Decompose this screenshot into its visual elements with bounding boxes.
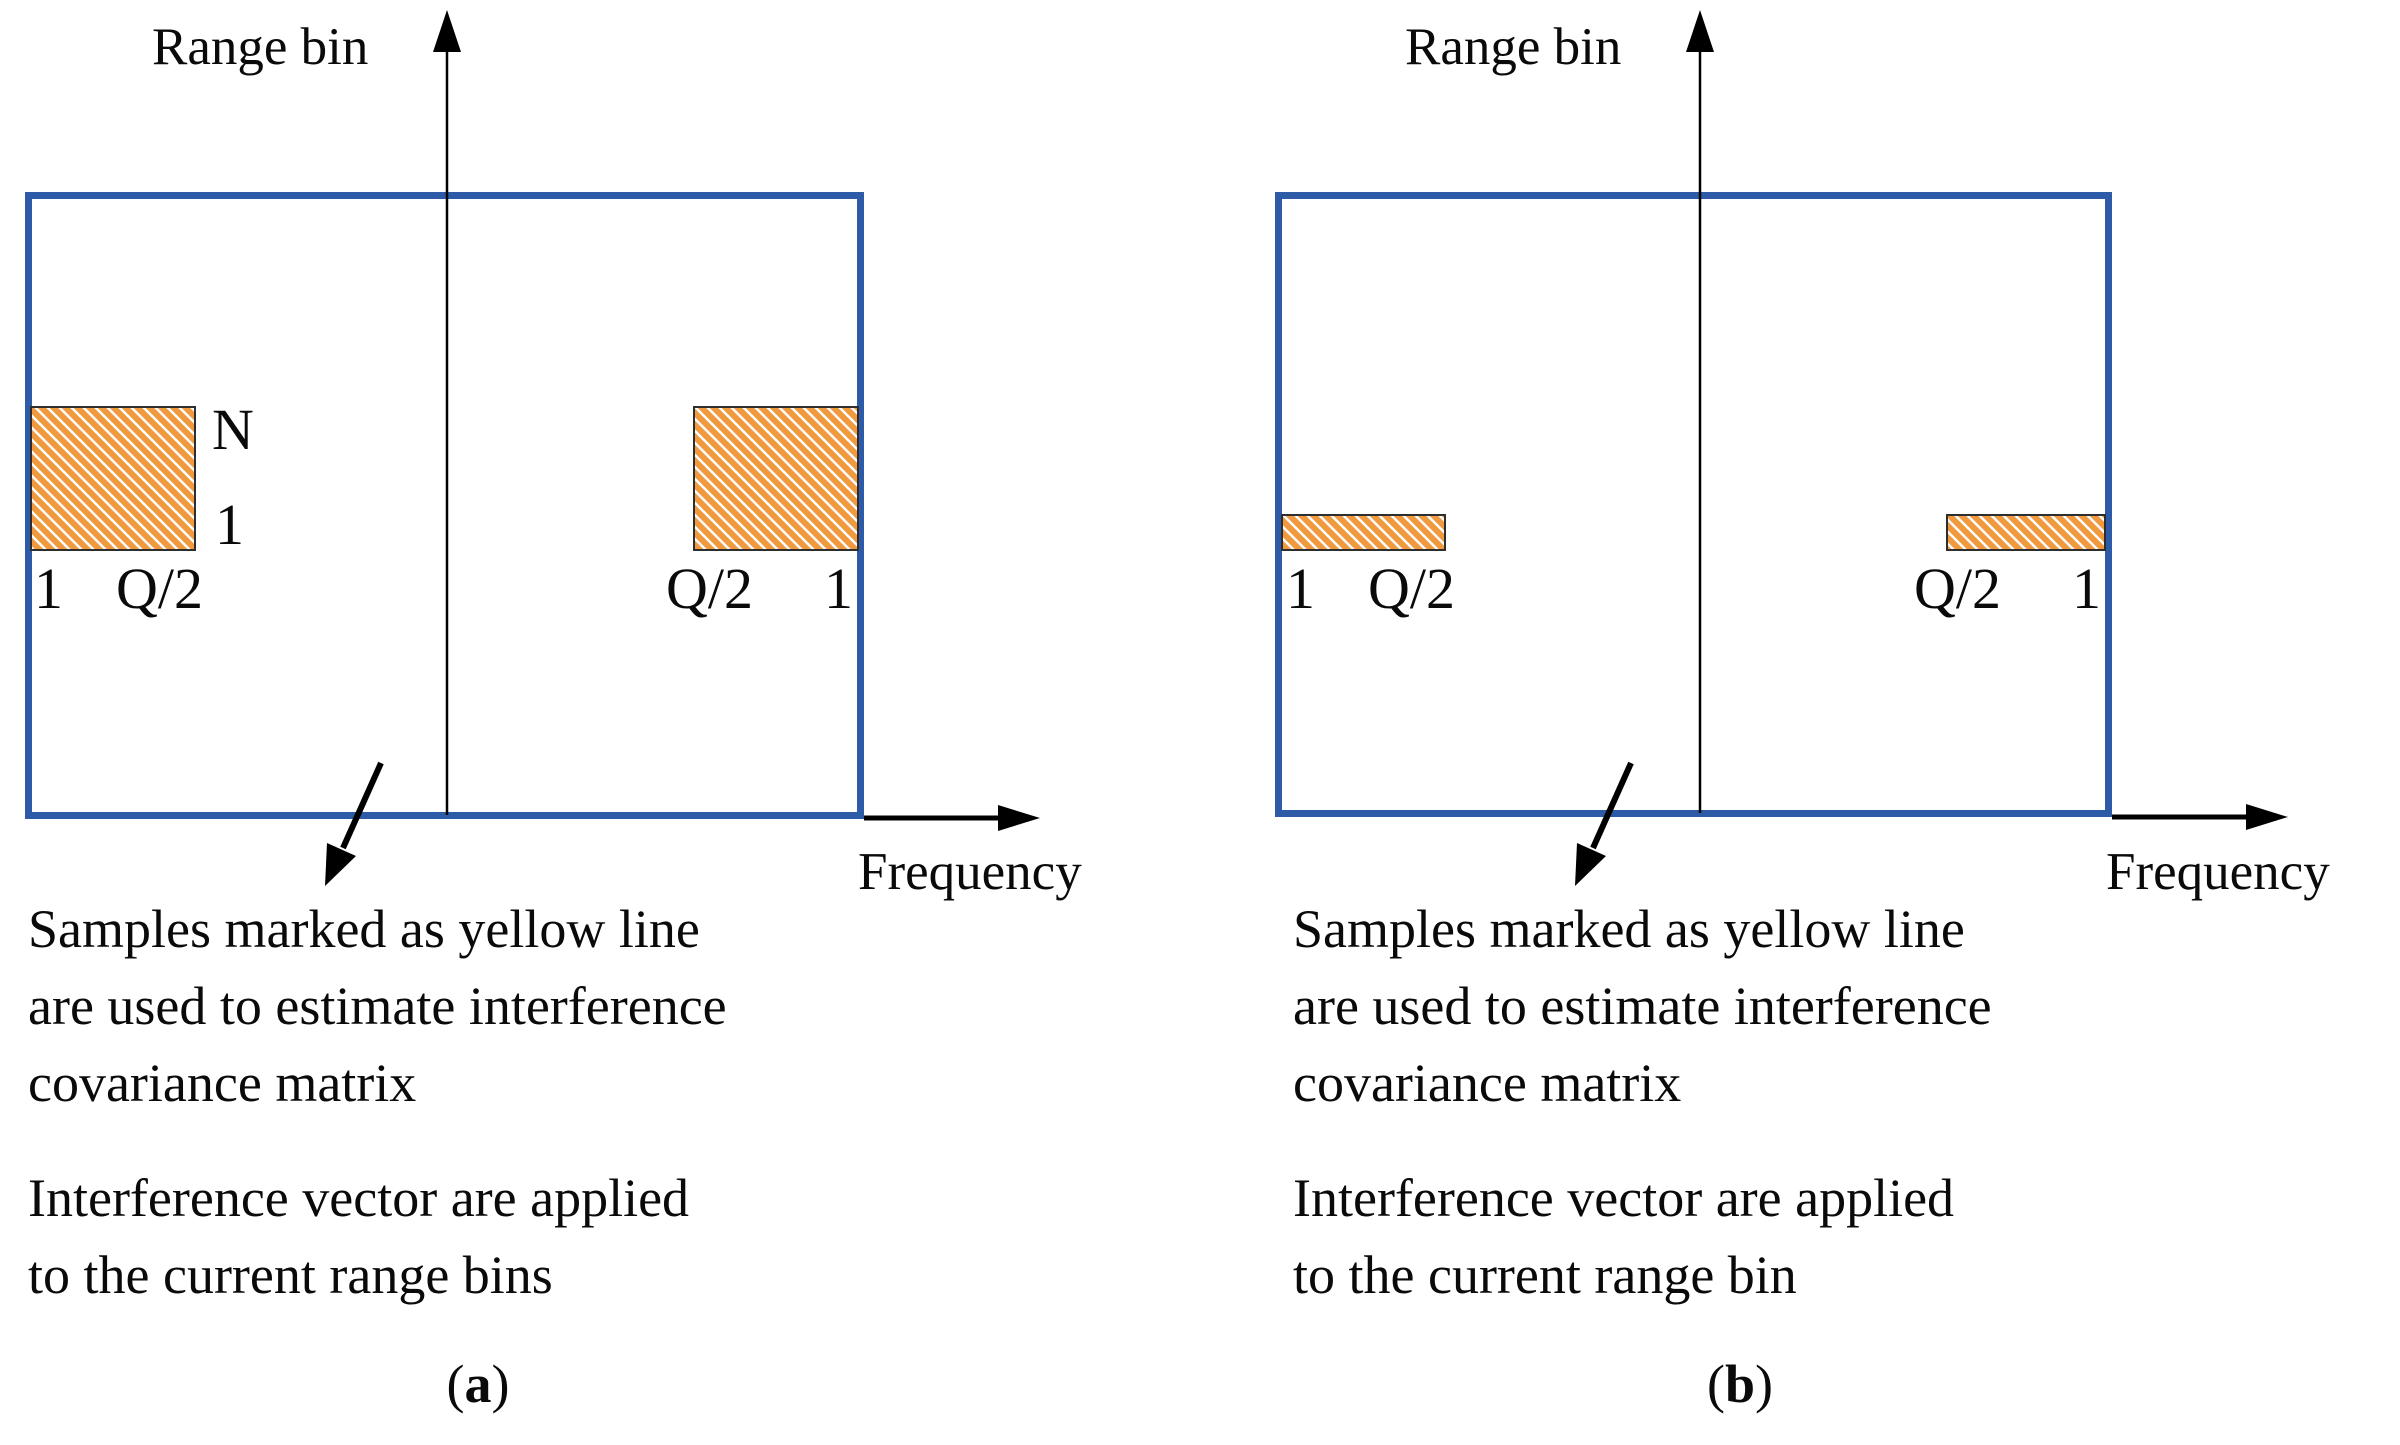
annotation-arrowhead-icon-a (325, 843, 356, 886)
panel-caption: (b) (1660, 1352, 1820, 1417)
apply-note: Interference vector are applied to the c… (1293, 1160, 1954, 1314)
apply-note-line: to the current range bins (28, 1245, 553, 1305)
x-axis-arrowhead-icon-a (998, 805, 1040, 831)
apply-note-line: Interference vector are applied (1293, 1168, 1955, 1228)
caption-paren: ( (1706, 1354, 1725, 1414)
apply-note-line: to the current range bin (1293, 1245, 1797, 1305)
estimate-note: Samples marked as yellow line are used t… (28, 891, 727, 1122)
y-axis-arrowhead-icon-a (433, 10, 461, 52)
left-block-end-tick: Q/2 (116, 556, 203, 621)
y-axis-label: Range bin (152, 18, 369, 76)
estimate-note-line: are used to estimate interference (1293, 976, 1992, 1036)
apply-note: Interference vector are applied to the c… (28, 1160, 689, 1314)
y-axis-arrowhead-icon-b (1686, 10, 1714, 52)
x-axis-arrowhead-icon-b (2246, 804, 2288, 830)
estimate-note: Samples marked as yellow line are used t… (1293, 891, 1992, 1122)
training-samples-strip-right-b (1946, 514, 2106, 551)
y-axis-label: Range bin (1405, 18, 1622, 76)
training-samples-block-left-a (30, 406, 196, 551)
panel-caption: (a) (398, 1352, 558, 1417)
left-strip-start-tick: 1 (1286, 556, 1315, 621)
annotation-arrow-line-b (1590, 761, 1634, 850)
left-block-start-tick: 1 (34, 556, 63, 621)
left-strip-end-tick: Q/2 (1368, 556, 1455, 621)
annotation-arrow-line-a (340, 761, 384, 850)
panel-a-shapes (25, 10, 1040, 886)
estimate-note-line: are used to estimate interference (28, 976, 727, 1036)
x-axis-label: Frequency (2106, 843, 2330, 901)
caption-paren: ) (491, 1354, 510, 1414)
annotation-arrowhead-icon-b (1575, 843, 1606, 886)
right-strip-end-tick: 1 (2072, 556, 2101, 621)
caption-letter: b (1724, 1354, 1756, 1414)
estimate-note-line: covariance matrix (1293, 1053, 1682, 1113)
estimate-note-line: Samples marked as yellow line (28, 899, 700, 959)
training-samples-strip-left-b (1281, 514, 1446, 551)
x-axis-label: Frequency (858, 843, 1082, 901)
caption-paren: ) (1755, 1354, 1773, 1414)
left-block-top-row-label: N (212, 397, 254, 462)
estimate-note-line: covariance matrix (28, 1053, 417, 1113)
left-block-bottom-row-label: 1 (215, 492, 244, 557)
right-block-end-tick: 1 (824, 556, 853, 621)
right-block-start-tick: Q/2 (666, 556, 753, 621)
apply-note-line: Interference vector are applied (28, 1168, 690, 1228)
panel-b-shapes (1275, 10, 2288, 886)
estimate-note-line: Samples marked as yellow line (1293, 899, 1965, 959)
data-matrix-frame-b (1275, 192, 2112, 817)
right-strip-start-tick: Q/2 (1914, 556, 2001, 621)
caption-paren: ( (446, 1354, 465, 1414)
training-samples-block-right-a (693, 406, 859, 551)
data-matrix-frame-a (25, 192, 864, 819)
caption-letter: a (464, 1354, 492, 1414)
